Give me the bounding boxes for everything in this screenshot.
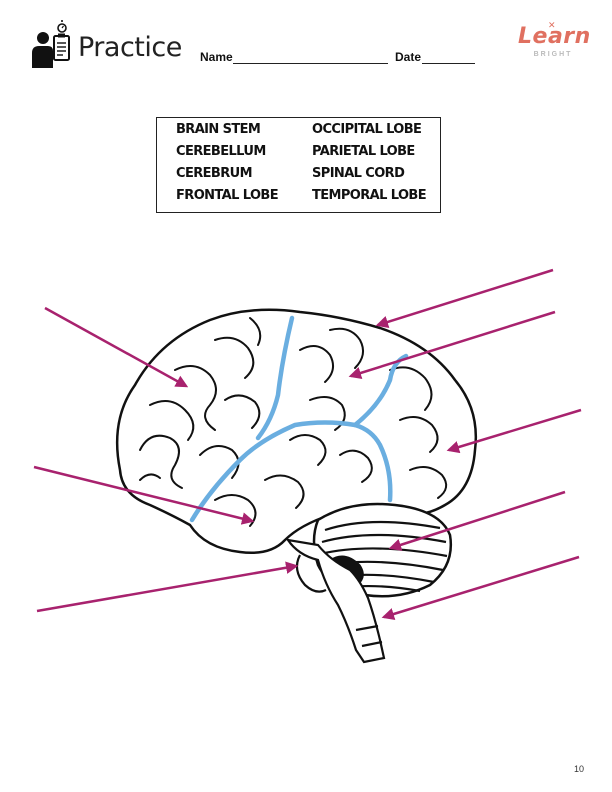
page-title: Practice [78, 32, 182, 63]
word-bank-item: BRAIN STEM [176, 122, 261, 137]
page-number: 10 [574, 764, 585, 774]
logo-subword: BRIGHT [533, 51, 573, 58]
word-bank: BRAIN STEM OCCIPITAL LOBE CEREBELLUM PAR… [156, 117, 441, 213]
word-bank-item: TEMPORAL LOBE [312, 188, 427, 203]
word-bank-item: OCCIPITAL LOBE [312, 122, 422, 137]
logo-spark-icon: ✕ [548, 20, 556, 30]
word-bank-item: FRONTAL LOBE [176, 188, 279, 203]
label-arrow [381, 555, 580, 621]
brain-stem [285, 538, 386, 664]
label-arrow [36, 561, 299, 613]
label-arrow [388, 490, 566, 551]
word-bank-item: PARIETAL LOBE [312, 144, 415, 159]
label-arrow [44, 306, 189, 388]
date-field[interactable] [422, 63, 475, 64]
logo-word: Learn [518, 24, 591, 49]
learn-bright-logo: ✕ Learn BRIGHT [518, 20, 591, 66]
word-bank-item: CEREBELLUM [176, 144, 266, 159]
word-bank-item: SPINAL CORD [312, 166, 405, 181]
name-field[interactable] [233, 63, 388, 64]
student-worksheet-icon [32, 20, 70, 68]
label-arrow [375, 268, 554, 328]
name-label: Name [200, 50, 233, 64]
date-label: Date [395, 50, 422, 64]
label-arrow [446, 408, 582, 454]
cerebrum-outline [115, 308, 477, 554]
label-arrow [348, 310, 556, 379]
label-arrow [33, 465, 255, 525]
word-bank-item: CEREBRUM [176, 166, 253, 181]
brain-diagram [33, 268, 582, 664]
